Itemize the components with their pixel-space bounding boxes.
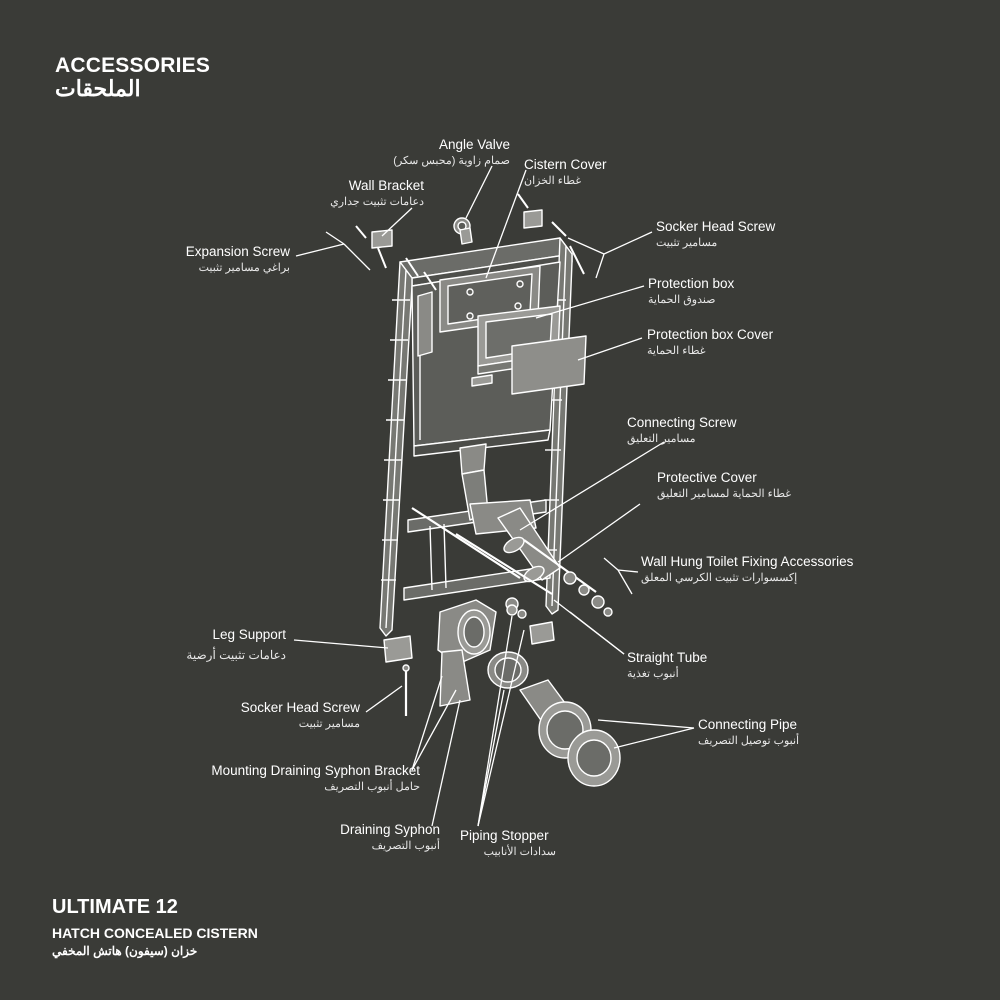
label-leg-support-en: Leg Support [212,627,286,642]
label-piping-stopper-en: Piping Stopper [460,828,549,843]
label-mounting-syphon-bracket-en: Mounting Draining Syphon Bracket [211,763,420,778]
label-socker-head-screw-bottom-en: Socker Head Screw [240,700,360,715]
label-socker-head-screw-top-ar: مسامير تثبيت [656,236,718,249]
frame-left-upright [379,261,413,637]
label-connecting-pipe-ar: أنبوب توصيل التصريف [698,734,800,747]
angle-valve [453,217,473,245]
label-draining-syphon-ar: أنبوب التصريف [371,839,440,852]
label-connecting-screw-en: Connecting Screw [627,415,737,430]
header-title: ACCESSORIES [55,54,211,77]
label-straight-tube-en: Straight Tube [627,650,708,665]
label-connecting-pipe: Connecting Pipe أنبوب توصيل التصريف [698,718,799,747]
wall-bracket-right [517,193,585,275]
label-protection-box-ar: صندوق الحماية [648,293,716,306]
product-name: ULTIMATE 12 [52,896,178,918]
label-protective-cover: Protective Cover غطاء الحماية لمسامير ال… [657,471,791,500]
label-straight-tube: Straight Tube أنبوب تغذية [627,651,707,680]
label-draining-syphon: Draining Syphon أنبوب التصريف [310,823,440,852]
label-protection-box: Protection box صندوق الحماية [648,277,734,306]
protection-box-cover [511,335,587,395]
label-straight-tube-ar: أنبوب تغذية [627,667,679,680]
label-protection-box-en: Protection box [648,276,735,291]
label-wall-hung-fixing-ar: إكسسوارات تثبيت الكرسي المعلق [641,571,798,584]
product-subtitle-arabic: خزان (سيفون) هاتش المخفي [52,944,198,958]
label-connecting-screw: Connecting Screw مسامير التعليق [627,416,737,445]
label-angle-valve-ar: صمام زاوية (محبس سكر) [393,154,510,167]
label-socker-head-screw-top-en: Socker Head Screw [656,219,776,234]
leg-support [383,621,555,663]
wall-hung-fixing-parts [505,571,613,619]
draining-syphon [437,599,497,707]
label-socker-head-screw-bottom: Socker Head Screw مسامير تثبيت [210,701,360,730]
label-cistern-cover: Cistern Cover غطاء الخزان [524,158,607,187]
label-piping-stopper: Piping Stopper سدادات الأنابيب [460,829,556,858]
label-expansion-screw-ar: براغي مسامير تثبيت [198,261,290,274]
frame-right-upright [543,237,573,615]
label-protective-cover-en: Protective Cover [657,470,757,485]
callout-lines [293,165,695,827]
label-connecting-screw-ar: مسامير التعليق [627,432,696,445]
label-expansion-screw: Expansion Screw براغي مسامير تثبيت [150,245,290,274]
label-connecting-pipe-en: Connecting Pipe [698,717,798,732]
label-leg-support: Leg Support دعامات تثبيت أرضية [160,628,286,661]
product-subtitle: HATCH CONCEALED CISTERN [52,925,258,941]
label-wall-bracket-ar: دعامات تثبيت جداري [330,195,424,208]
label-piping-stopper-ar: سدادات الأنابيب [483,845,556,858]
label-mounting-syphon-bracket: Mounting Draining Syphon Bracket حامل أن… [180,764,420,793]
header-title-arabic: الملحقات [55,76,141,101]
connecting-pipe [519,679,621,787]
wall-bracket-left [355,225,437,291]
label-wall-hung-fixing-en: Wall Hung Toilet Fixing Accessories [641,554,854,569]
piping-stoppers [487,604,529,689]
label-cistern-cover-en: Cistern Cover [524,157,607,172]
label-leg-support-ar: دعامات تثبيت أرضية [186,647,286,662]
label-cistern-cover-ar: غطاء الخزان [524,174,582,187]
label-angle-valve-en: Angle Valve [438,137,510,152]
product-info: ULTIMATE 12 HATCH CONCEALED CISTERN خزان… [52,897,258,957]
label-socker-head-screw-bottom-ar: مسامير تثبيت [298,717,360,730]
header: ACCESSORIES الملحقات [55,55,210,100]
label-angle-valve: Angle Valve صمام زاوية (محبس سكر) [370,138,510,167]
label-protection-box-cover: Protection box Cover غطاء الحماية [647,328,773,357]
label-wall-bracket: Wall Bracket دعامات تثبيت جداري [290,179,424,208]
label-mounting-syphon-bracket-ar: حامل أنبوب التصريف [324,780,420,793]
frame-small-bracket [471,374,493,387]
label-wall-hung-fixing: Wall Hung Toilet Fixing Accessories إكسس… [641,555,853,584]
frame-left-clamp [417,291,433,357]
label-expansion-screw-en: Expansion Screw [185,244,290,259]
label-protection-box-cover-en: Protection box Cover [647,327,774,342]
label-socker-head-screw-top: Socker Head Screw مسامير تثبيت [656,220,775,249]
label-protective-cover-ar: غطاء الحماية لمسامير التعليق [657,487,791,500]
label-draining-syphon-en: Draining Syphon [340,822,440,837]
label-wall-bracket-en: Wall Bracket [348,178,424,193]
connecting-screws [411,507,597,595]
label-protection-box-cover-ar: غطاء الحماية [647,344,706,357]
bottom-socket-screw [402,664,410,716]
